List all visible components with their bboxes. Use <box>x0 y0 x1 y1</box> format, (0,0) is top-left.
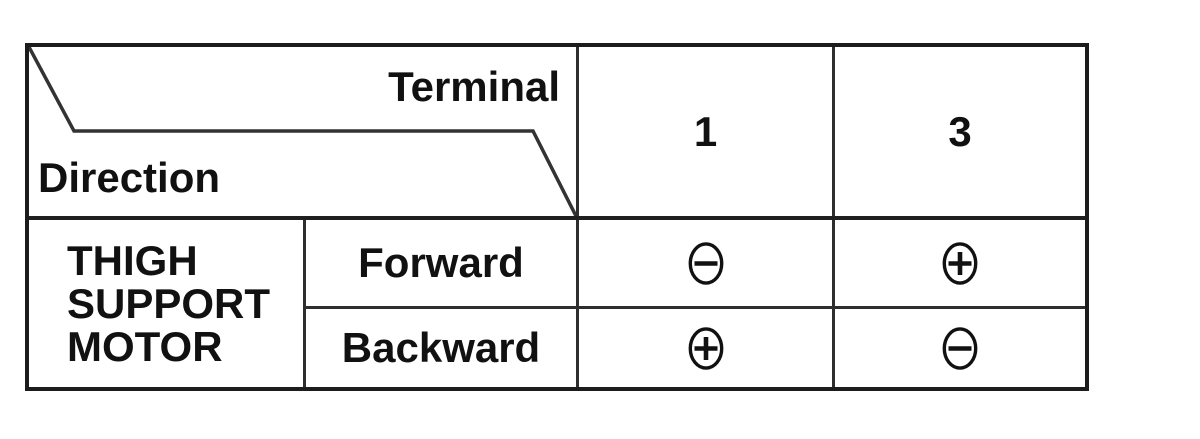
polarity-icon <box>942 241 978 285</box>
header-divider <box>29 216 1085 220</box>
polarity-icon <box>942 326 978 370</box>
diagonal-split-icon <box>29 47 576 216</box>
terminal-value-cell <box>835 309 1085 387</box>
row-group-label: THIGH SUPPORT MOTOR <box>67 237 271 370</box>
terminal-value-cell <box>579 220 832 306</box>
terminal-value-cell <box>835 220 1085 306</box>
corner-label-terminal: Terminal <box>388 63 560 110</box>
row-group-label-cell: THIGH SUPPORT MOTOR <box>29 220 303 387</box>
terminal-column-header-1: 1 <box>693 107 718 155</box>
direction-label-backward: Backward <box>341 324 541 371</box>
terminal-column-header-3: 3 <box>948 107 972 155</box>
row-divider <box>306 306 1085 309</box>
direction-label-forward: Forward <box>358 239 524 286</box>
polarity-icon <box>688 326 723 370</box>
terminal-direction-table: Terminal Direction 1 3 THIGH SUPPORT MOT… <box>25 43 1089 391</box>
corner-label-direction: Direction <box>38 154 221 201</box>
terminal-value-cell <box>579 309 832 387</box>
corner-header-cell: Terminal Direction <box>29 47 576 216</box>
polarity-icon <box>688 241 723 285</box>
body-column-divider <box>303 220 306 387</box>
